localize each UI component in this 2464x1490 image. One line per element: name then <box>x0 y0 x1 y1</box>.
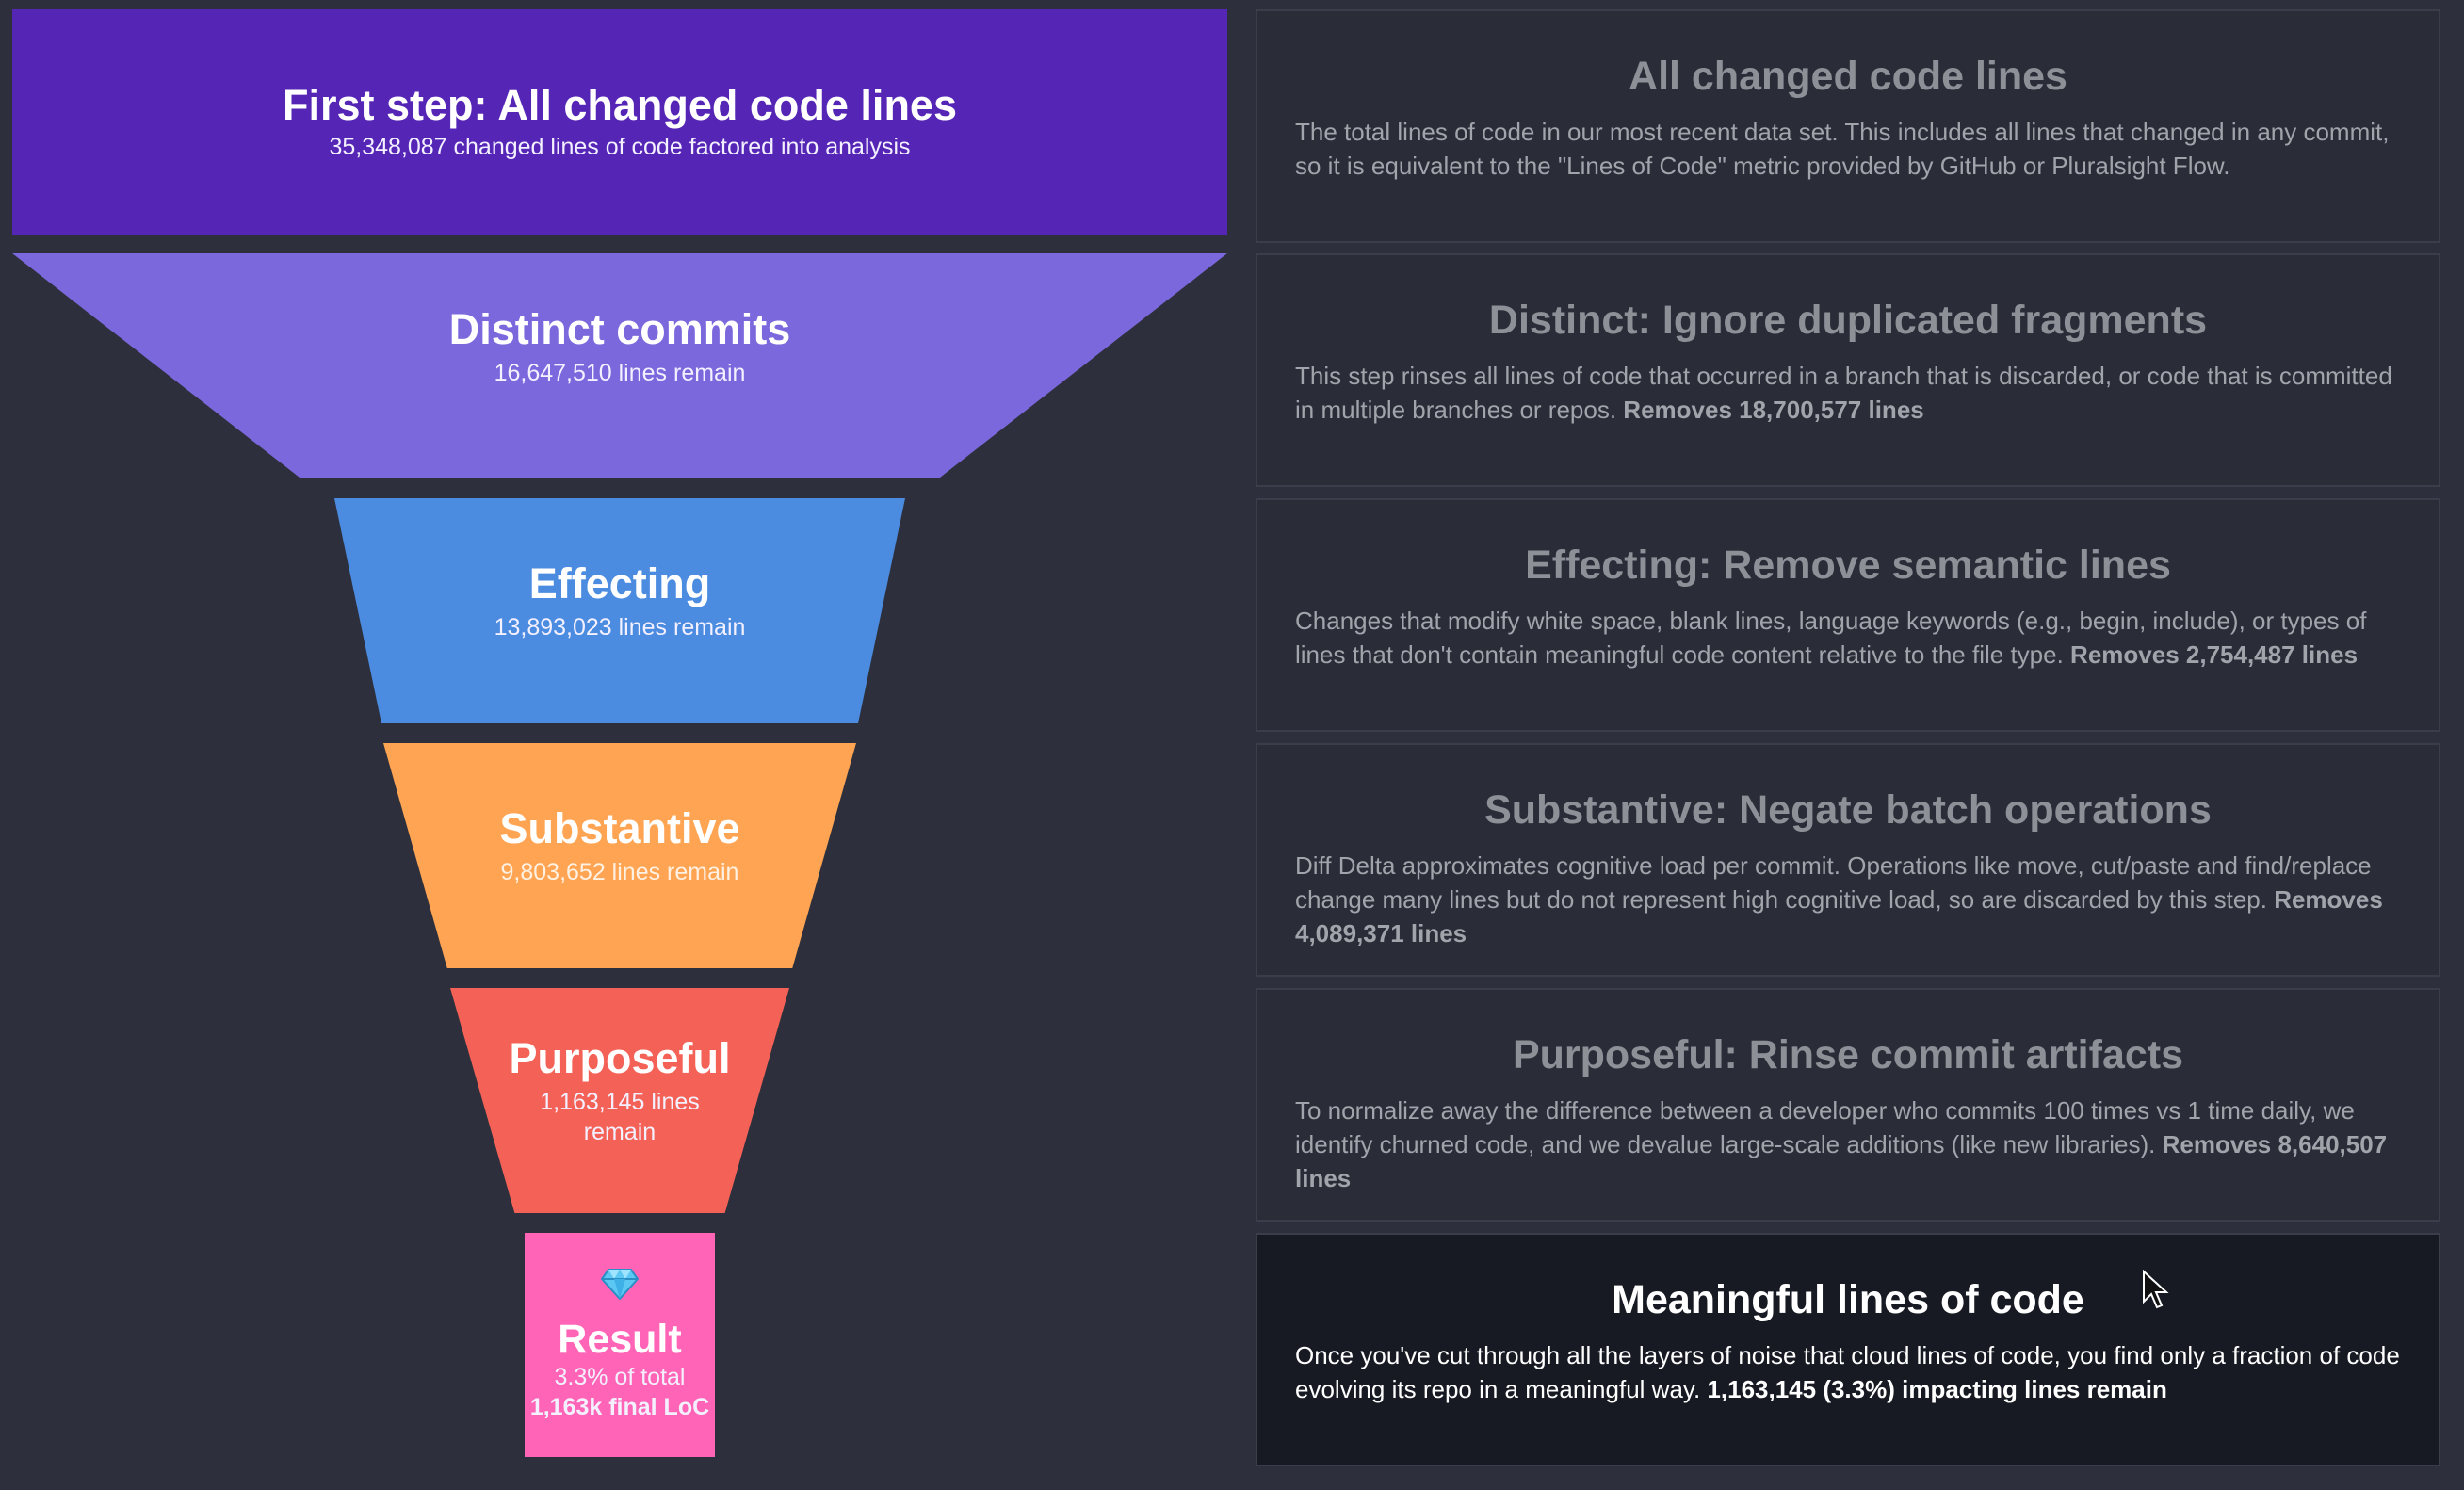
panel-title: Effecting: Remove semantic lines <box>1525 543 2171 588</box>
stage-title: First step: All changed code lines <box>283 81 957 130</box>
funnel-stage-effecting: Effecting 13,893,023 lines remain <box>334 498 905 723</box>
result-percent: 3.3% of total <box>554 1364 686 1391</box>
removed-count: Removes 4,089,371 lines <box>1295 884 2383 947</box>
panel-text: Diff Delta approximates cognitive load p… <box>1295 850 2383 947</box>
panel-title: All changed code lines <box>1629 54 2067 99</box>
stage-subtitle: 35,348,087 changed lines of code factore… <box>329 134 911 161</box>
description-panel-effecting: Effecting: Remove semantic lines Changes… <box>1256 498 2440 732</box>
panel-text: Once you've cut through all the layers o… <box>1295 1340 2400 1403</box>
funnel-stage-distinct: Distinct commits 16,647,510 lines remain <box>12 253 1227 478</box>
stage-title: Effecting <box>528 559 711 608</box>
stage-subtitle: 9,803,652 lines remain <box>500 859 739 886</box>
panel-title: Substantive: Negate batch operations <box>1484 787 2212 833</box>
result-final-loc: 1,163k final LoC <box>529 1393 710 1420</box>
removed-count: Removes 8,640,507 lines <box>1295 1129 2388 1192</box>
panel-text: Changes that modify white space, blank l… <box>1295 606 2367 669</box>
description-panel-all-changed: All changed code lines The total lines o… <box>1256 9 2440 243</box>
stage-title: Distinct commits <box>448 305 791 354</box>
funnel-stage-purposeful: Purposeful 1,163,145 lines remain <box>450 988 789 1213</box>
panel-text: To normalize away the difference between… <box>1295 1095 2388 1192</box>
panel-title: Purposeful: Rinse commit artifacts <box>1512 1032 2184 1077</box>
gem-icon <box>600 1268 640 1305</box>
description-panel-meaningful: Meaningful lines of code Once you've cut… <box>1256 1233 2440 1466</box>
funnel-stage-substantive: Substantive 9,803,652 lines remain <box>383 743 856 968</box>
stage-title: Substantive <box>499 804 740 853</box>
removed-count: Removes 2,754,487 lines <box>2070 640 2359 669</box>
stage-subtitle: 1,163,145 lines remain <box>540 1088 700 1146</box>
description-panel-substantive: Substantive: Negate batch operations Dif… <box>1256 743 2440 977</box>
panel-text: The total lines of code in our most rece… <box>1295 117 2390 180</box>
stage-title: Purposeful <box>509 1034 731 1083</box>
panel-text: This step rinses all lines of code that … <box>1295 361 2392 424</box>
stage-subtitle: 16,647,510 lines remain <box>494 360 746 387</box>
funnel-stage-all-changed: First step: All changed code lines 35,34… <box>12 9 1227 235</box>
removed-count: Removes 18,700,577 lines <box>1623 395 1924 424</box>
mouse-pointer-icon <box>2143 1270 2169 1309</box>
description-panel-distinct: Distinct: Ignore duplicated fragments Th… <box>1256 253 2440 487</box>
panel-title: Distinct: Ignore duplicated fragments <box>1488 298 2208 343</box>
funnel-diagram: First step: All changed code lines 35,34… <box>12 9 1227 1457</box>
remaining-count: 1,163,145 (3.3%) impacting lines remain <box>1707 1374 2167 1403</box>
stage-title: Result <box>558 1317 682 1363</box>
funnel-stage-result: Result 3.3% of total 1,163k final LoC <box>525 1233 715 1457</box>
panel-title: Meaningful lines of code <box>1612 1277 2084 1322</box>
stage-subtitle: 13,893,023 lines remain <box>494 614 746 641</box>
description-panel-purposeful: Purposeful: Rinse commit artifacts To no… <box>1256 988 2440 1222</box>
